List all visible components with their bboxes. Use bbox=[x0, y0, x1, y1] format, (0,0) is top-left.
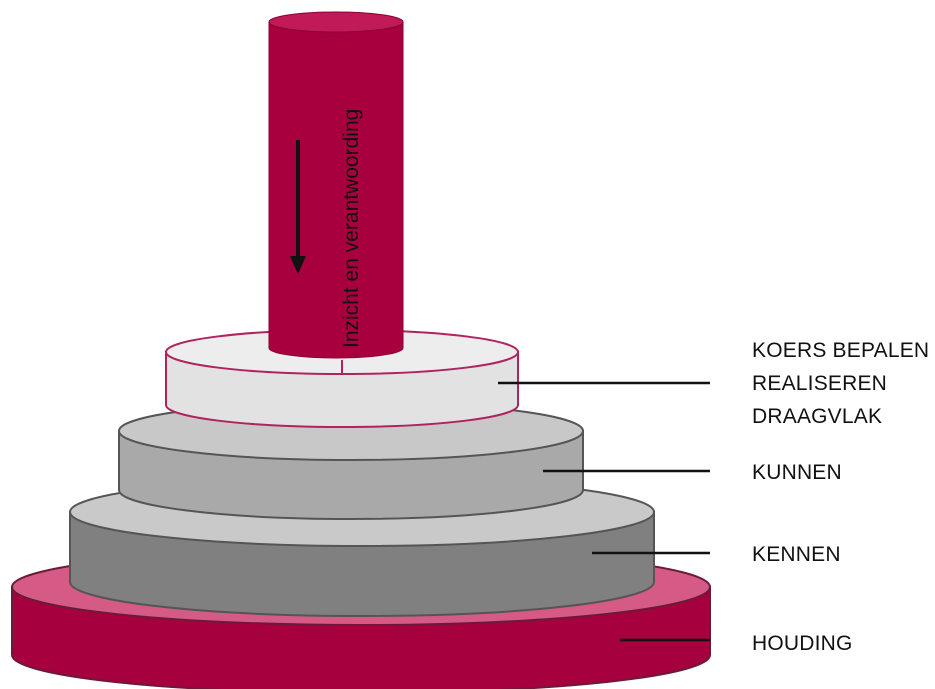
label-draagvlak: DRAAGVLAK bbox=[752, 406, 882, 427]
label-kunnen: KUNNEN bbox=[752, 462, 842, 483]
label-realiseren: REALISEREN bbox=[752, 373, 887, 394]
column-cylinder bbox=[269, 12, 403, 358]
label-kennen: KENNEN bbox=[752, 544, 841, 565]
label-koers-bepalen: KOERS BEPALEN bbox=[752, 340, 929, 361]
column-label: Inzicht en verantwoording bbox=[341, 109, 362, 348]
label-houding: HOUDING bbox=[752, 633, 853, 654]
